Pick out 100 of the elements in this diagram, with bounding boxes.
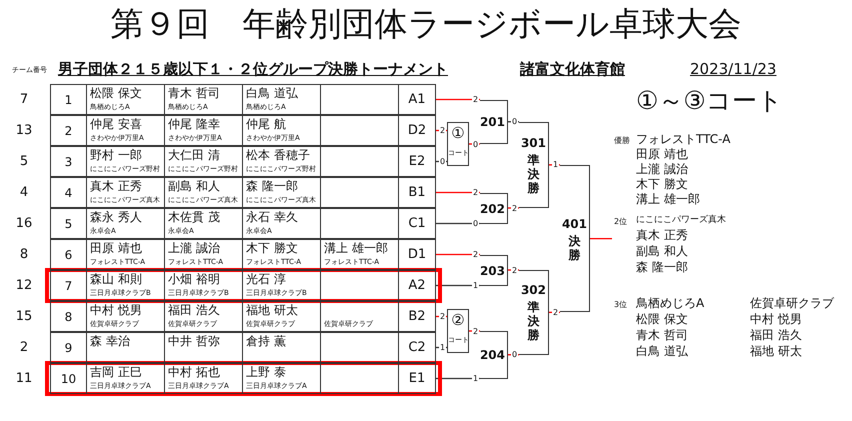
round-name: 準決勝 [527,152,540,195]
bracket-line [436,378,480,380]
bracket-code: B1 [407,186,427,200]
player-name: 上野 泰 [246,365,286,379]
player-name: 中村 悦男 [90,303,142,317]
team-number: 4 [64,186,74,200]
player-name: 中村 悦男 [750,312,802,326]
player-name: 溝上 雄一郎 [636,192,700,206]
team-number: 10 [60,372,78,386]
score-label: 2 [439,312,446,321]
score-label: 2 [472,326,480,336]
player-name: 松本 香穂子 [246,148,310,162]
score-label: 1 [472,374,480,383]
rank-label: 優勝 [614,136,630,146]
match-number: 202 [480,202,505,216]
match-number: 203 [480,264,505,278]
round-name: 準決勝 [527,300,540,342]
bracket-match [480,192,508,224]
date: 2023/11/23 [690,60,776,78]
seed-number: 15 [14,309,34,324]
player-name: 松隈 保文 [90,86,142,100]
table-row [50,177,436,208]
player-name: 小畑 裕明 [168,272,220,286]
seed-number: 12 [14,278,34,293]
seed-number: 7 [18,92,30,107]
score-label: 2 [472,188,480,197]
player-name: 田原 靖也 [90,241,142,255]
table-row [50,208,436,239]
bracket-match [560,164,590,312]
player-name: 大仁田 清 [168,148,220,162]
bracket-code: D2 [406,124,428,138]
seed-number: 8 [18,247,30,262]
player-name: 副島 和人 [636,244,688,258]
subtitle: 男子団体２１５歳以下１・２位グループ決勝トーナメント [58,60,448,78]
table-row [50,115,436,146]
player-name: 青木 哲司 [168,86,220,100]
player-name: 福地 研太 [750,344,802,358]
team-name: フォレストTTC-A [636,132,730,146]
venue: 諸富文化体育館 [520,60,625,78]
player-name: 白鳥 道弘 [246,86,298,100]
player-name: 倉持 薫 [246,334,286,348]
player-name: 中井 哲弥 [168,334,220,348]
bracket-code: A2 [407,279,427,293]
player-name: 森 幸治 [90,334,130,348]
court-number: ② [450,312,466,329]
player-name: 木佐貫 茂 [168,210,220,224]
player-name: 福地 研太 [246,303,298,317]
player-name: 仲尾 航 [246,117,286,131]
team-name: にこにこパワーズ真木 [636,215,726,226]
team-number: 5 [64,217,74,231]
score-label: 2 [472,95,480,104]
score-label: 2 [511,266,518,274]
player-name: 副島 和人 [168,179,220,193]
team-number: 7 [64,279,74,293]
score-label: 0 [511,350,518,360]
rank-label: 3位 [614,300,628,310]
bracket-code: A1 [407,93,427,107]
player-name: 上瀧 誠治 [168,241,220,255]
bracket-line [590,238,612,240]
team-number: 3 [64,155,74,169]
title: 第９回 年齢別団体ラージボール卓球大会 [110,4,742,44]
bracket-code: B2 [407,310,427,324]
court-box [447,309,469,353]
bracket-line [436,98,480,100]
player-name: 真木 正秀 [90,179,142,193]
match-number: 302 [520,284,546,298]
team-number: 9 [64,341,74,355]
bracket-line [436,222,480,224]
player-name: 森 隆一郎 [246,179,298,193]
player-name: 白鳥 道弘 [636,344,688,358]
bracket-line [436,284,480,286]
bracket-code: C1 [407,217,427,231]
team-name: 鳥栖めじろA [636,296,704,310]
match-number: 204 [480,349,505,362]
score-label: 2 [472,250,480,259]
bracket-code: C2 [407,341,427,355]
bracket-line [436,254,480,256]
match-number: 201 [480,116,505,130]
table-row [50,239,436,270]
player-name: 松隈 保文 [636,312,688,326]
seed-number: 11 [14,371,34,386]
team-number: 8 [64,310,74,324]
player-name: 野村 一郎 [90,148,142,162]
score-label: 2 [552,308,560,317]
player-name: 木下 勝文 [636,177,688,191]
table-row [50,301,436,332]
seed-number: 16 [14,216,34,231]
bracket-line [436,192,480,194]
seed-number: 4 [18,185,30,200]
table-row [50,146,436,177]
team-number: 1 [64,93,74,107]
court-heading: ①～③コート [636,86,783,116]
seed-number: 2 [18,340,30,355]
score-label: 0 [439,157,446,166]
round-name: 決勝 [568,234,581,262]
score-label: 1 [552,160,560,170]
bracket-match [480,100,508,144]
player-name: 木下 勝文 [246,241,298,255]
score-label: 2 [511,204,518,212]
bracket-match [480,254,508,286]
